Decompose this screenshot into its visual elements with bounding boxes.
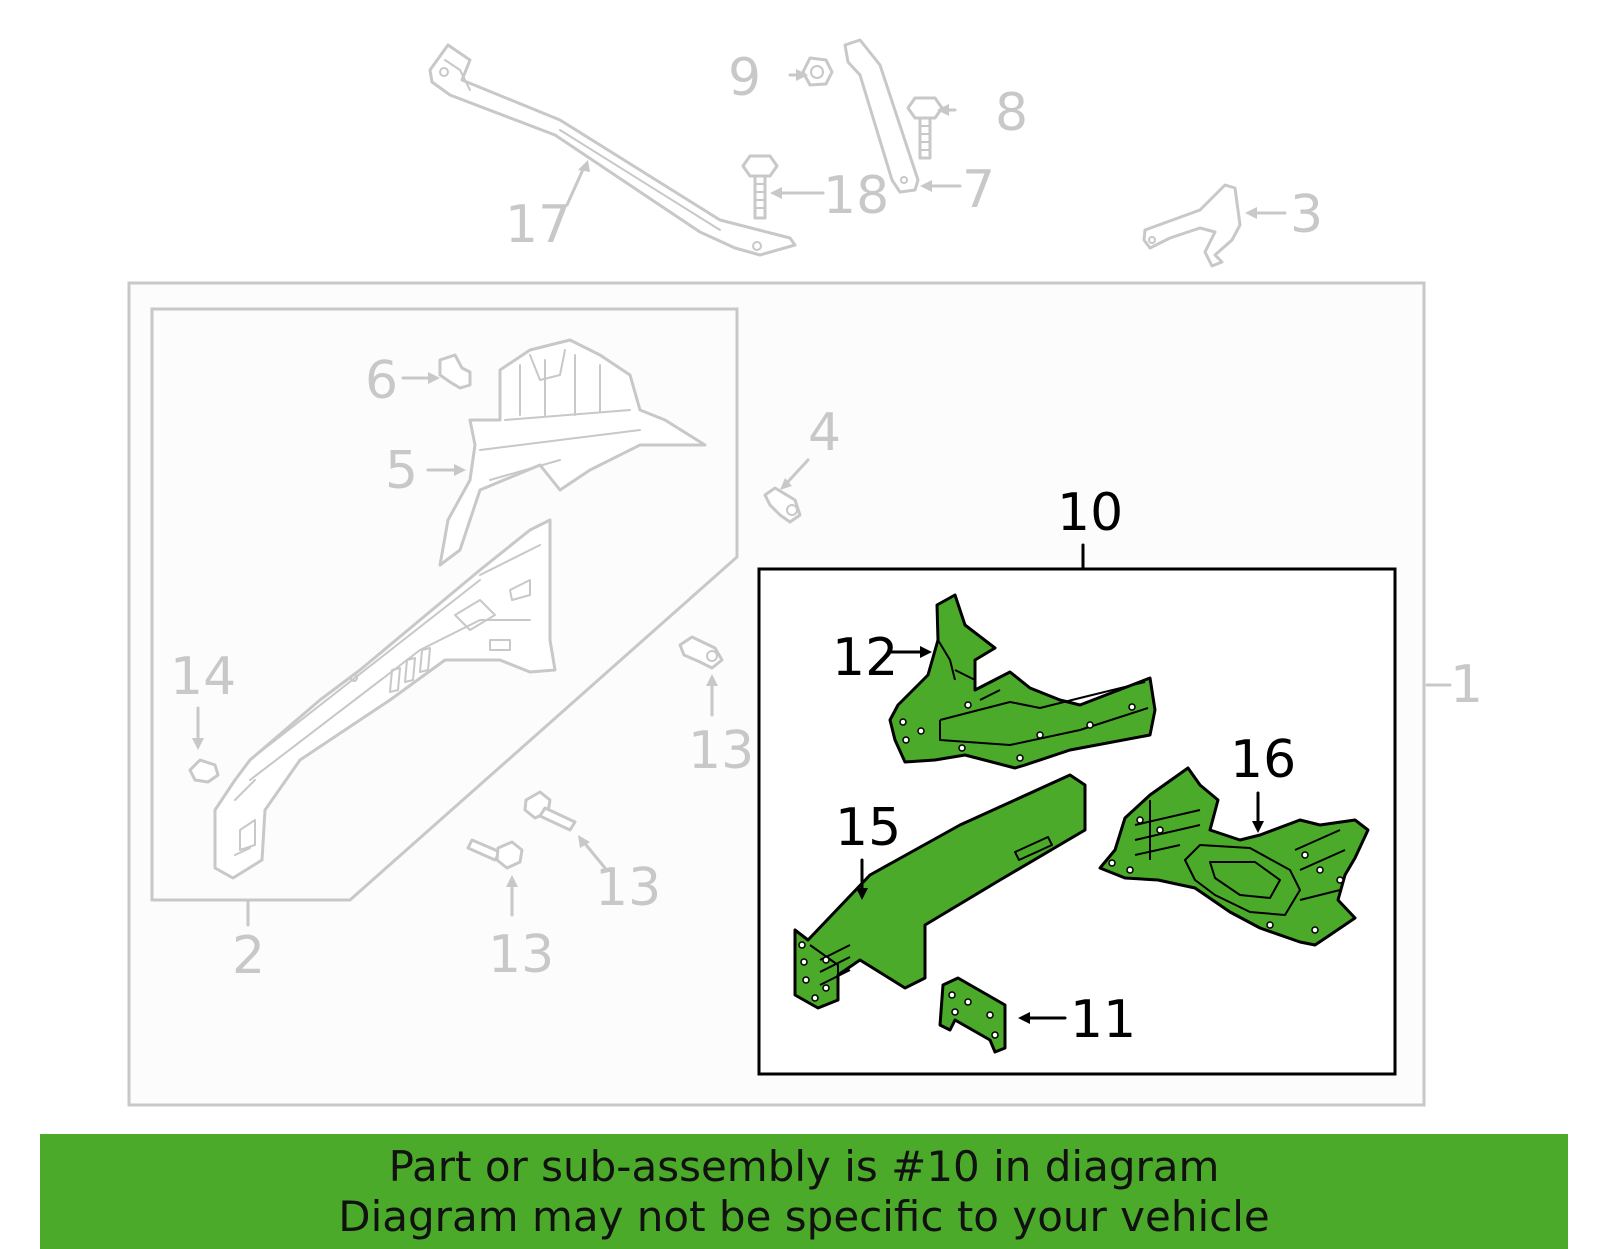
callout-17: 17 — [505, 195, 571, 255]
part-12-green — [888, 593, 1157, 770]
part-4-clip — [763, 486, 802, 524]
part-13-bolt-b — [466, 838, 524, 870]
part-14-grommet — [188, 758, 220, 784]
callout-4: 4 — [808, 403, 841, 463]
part-15-green — [793, 773, 1087, 1010]
part-11-green — [938, 976, 1007, 1054]
callout-3: 3 — [1290, 185, 1323, 245]
callout-7: 7 — [962, 160, 995, 220]
callout-13a: 13 — [688, 721, 754, 781]
callout-18: 18 — [823, 166, 889, 226]
part-8-bolt — [906, 96, 944, 160]
callout-5: 5 — [385, 441, 418, 501]
part-3-bracket — [1142, 183, 1242, 268]
callout-14: 14 — [170, 647, 236, 707]
part-5-apron — [438, 338, 707, 567]
banner-line-2: Diagram may not be specific to your vehi… — [338, 1192, 1270, 1241]
part-2-rail — [213, 518, 557, 880]
callout-6: 6 — [365, 351, 398, 411]
leader-lines-mid — [192, 372, 810, 917]
callout-13b: 13 — [595, 858, 661, 918]
banner-line-1: Part or sub-assembly is #10 in diagram — [388, 1142, 1220, 1191]
part-16-green — [1098, 766, 1370, 947]
callout-11: 11 — [1070, 990, 1136, 1050]
part-18-bolt — [741, 154, 779, 220]
part-17-brace — [428, 43, 797, 257]
callout-8: 8 — [995, 83, 1028, 143]
callout-10: 10 — [1057, 483, 1123, 543]
leader-lines-top — [565, 69, 1287, 219]
info-banner: Part or sub-assembly is #10 in diagram D… — [40, 1134, 1568, 1249]
part-6-clip — [438, 353, 472, 390]
callout-16: 16 — [1230, 730, 1296, 790]
part-13-bolt-a — [523, 790, 577, 832]
part-9-nut — [801, 56, 834, 87]
callout-2: 2 — [232, 926, 265, 986]
callout-12: 12 — [832, 628, 898, 688]
callout-15: 15 — [835, 798, 901, 858]
part-13-grommet — [678, 635, 724, 670]
callout-1: 1 — [1450, 655, 1483, 715]
callout-13c: 13 — [488, 925, 554, 985]
part-7-bracket — [843, 38, 920, 194]
callout-9: 9 — [728, 48, 761, 108]
